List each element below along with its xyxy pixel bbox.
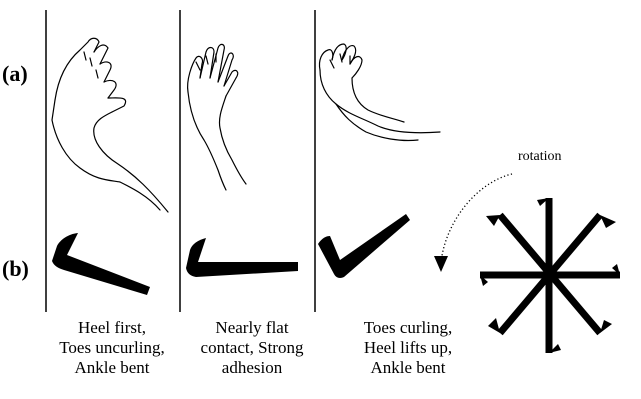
foot-sketch-icon xyxy=(52,38,168,212)
whegs-wheel-icon xyxy=(480,198,620,353)
caption-line: Toes curling, xyxy=(338,318,478,338)
caption-line: Ankle bent xyxy=(338,358,478,378)
caption-line: Nearly flat xyxy=(182,318,322,338)
wheel-leg-segment-icon xyxy=(52,233,150,295)
foot-sketch-icon xyxy=(188,44,246,190)
caption-flat-contact: Nearly flat contact, Strong adhesion xyxy=(182,318,322,378)
caption-line: contact, Strong xyxy=(182,338,322,358)
caption-line: Toes uncurling, xyxy=(40,338,184,358)
caption-line: Heel lifts up, xyxy=(338,338,478,358)
caption-line: Heel first, xyxy=(40,318,184,338)
caption-line: adhesion xyxy=(182,358,322,378)
rotation-label: rotation xyxy=(518,149,562,165)
wheel-leg-segment-icon xyxy=(186,238,298,277)
wheel-leg-segment-icon xyxy=(318,214,410,278)
rotation-arrow-icon xyxy=(434,174,512,272)
caption-heel-first: Heel first, Toes uncurling, Ankle bent xyxy=(40,318,184,378)
caption-line: Ankle bent xyxy=(40,358,184,378)
caption-toes-curling: Toes curling, Heel lifts up, Ankle bent xyxy=(338,318,478,378)
foot-sketch-icon xyxy=(319,44,440,141)
